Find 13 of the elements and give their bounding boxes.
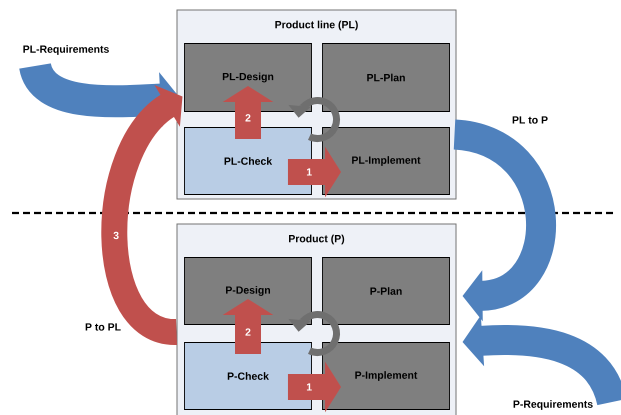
arrow-caption: P to PL [84,322,123,332]
phase-box: PL-Implement [322,127,450,195]
phase-box: P-Implement [322,342,450,410]
edge-label: 3 [112,230,120,240]
phase-box: PL-Plan [322,43,450,112]
phase-box: P-Design [184,257,312,325]
edge-label: PL-Requirements [21,44,111,56]
edge-label: 2 [244,113,252,122]
arrow [452,120,556,322]
edge-label: P-Requirements [511,398,595,412]
phase-box: P-Plan [322,257,450,325]
phase-box: PL-Design [184,43,312,112]
edge-label: PL to P [510,114,550,126]
